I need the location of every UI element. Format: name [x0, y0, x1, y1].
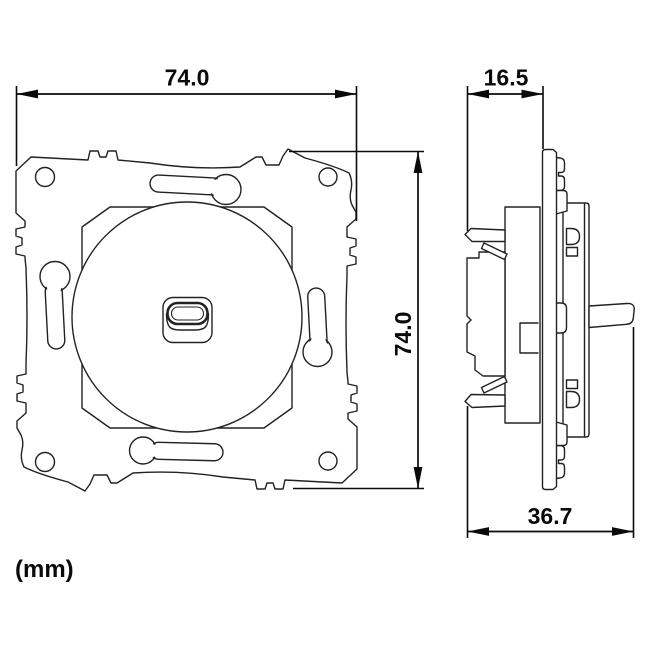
side-wide-tab-top	[555, 189, 568, 215]
centre-toggle-window	[162, 296, 213, 344]
dim-front-width: 74.0	[15, 65, 358, 221]
dim-recess-depth: 16.5	[466, 65, 544, 231]
screw-hole-bottom-left	[34, 451, 56, 473]
front-view	[15, 148, 358, 492]
side-claw-bottom	[464, 393, 506, 409]
round-button	[71, 201, 303, 433]
side-mechanism-box	[466, 251, 506, 377]
keyhole-slot-left	[39, 260, 71, 350]
side-rim-bumps-bottom	[555, 444, 566, 480]
dim-total-depth: 36.7	[466, 327, 635, 538]
side-mechanism-tower	[504, 206, 541, 424]
unit-label: (mm)	[15, 556, 74, 583]
side-rim-bumps-top	[555, 156, 566, 192]
side-centre-bump	[555, 302, 568, 334]
keyhole-slot-top	[149, 173, 242, 206]
side-claw-arm-top	[480, 242, 508, 261]
keyhole-slot-right	[302, 287, 333, 368]
keyhole-slot-bottom	[128, 436, 224, 465]
screw-hole-top-right	[318, 167, 338, 187]
side-wide-tab-bottom	[555, 421, 568, 447]
screw-hole-top-left	[34, 166, 56, 188]
side-mounting-plate	[541, 148, 558, 491]
side-hook-pill-top	[565, 227, 581, 246]
dim-front-height-label: 74.0	[390, 312, 416, 357]
side-claw-top	[464, 227, 506, 243]
dim-front-height: 74.0	[289, 150, 424, 490]
dim-front-width-label: 74.0	[165, 65, 210, 91]
screw-hole-bottom-right	[318, 451, 338, 471]
side-actuator-peg	[588, 302, 635, 329]
side-hook-tab-top	[565, 246, 579, 257]
side-contact-block	[519, 322, 539, 354]
side-claw-arm-bottom	[480, 375, 508, 394]
side-hook-tab-bottom	[565, 379, 579, 390]
side-view	[464, 148, 635, 491]
dim-total-depth-label: 36.7	[528, 503, 573, 529]
side-hook-pill-bottom	[565, 390, 581, 409]
dim-recess-depth-label: 16.5	[484, 65, 529, 91]
